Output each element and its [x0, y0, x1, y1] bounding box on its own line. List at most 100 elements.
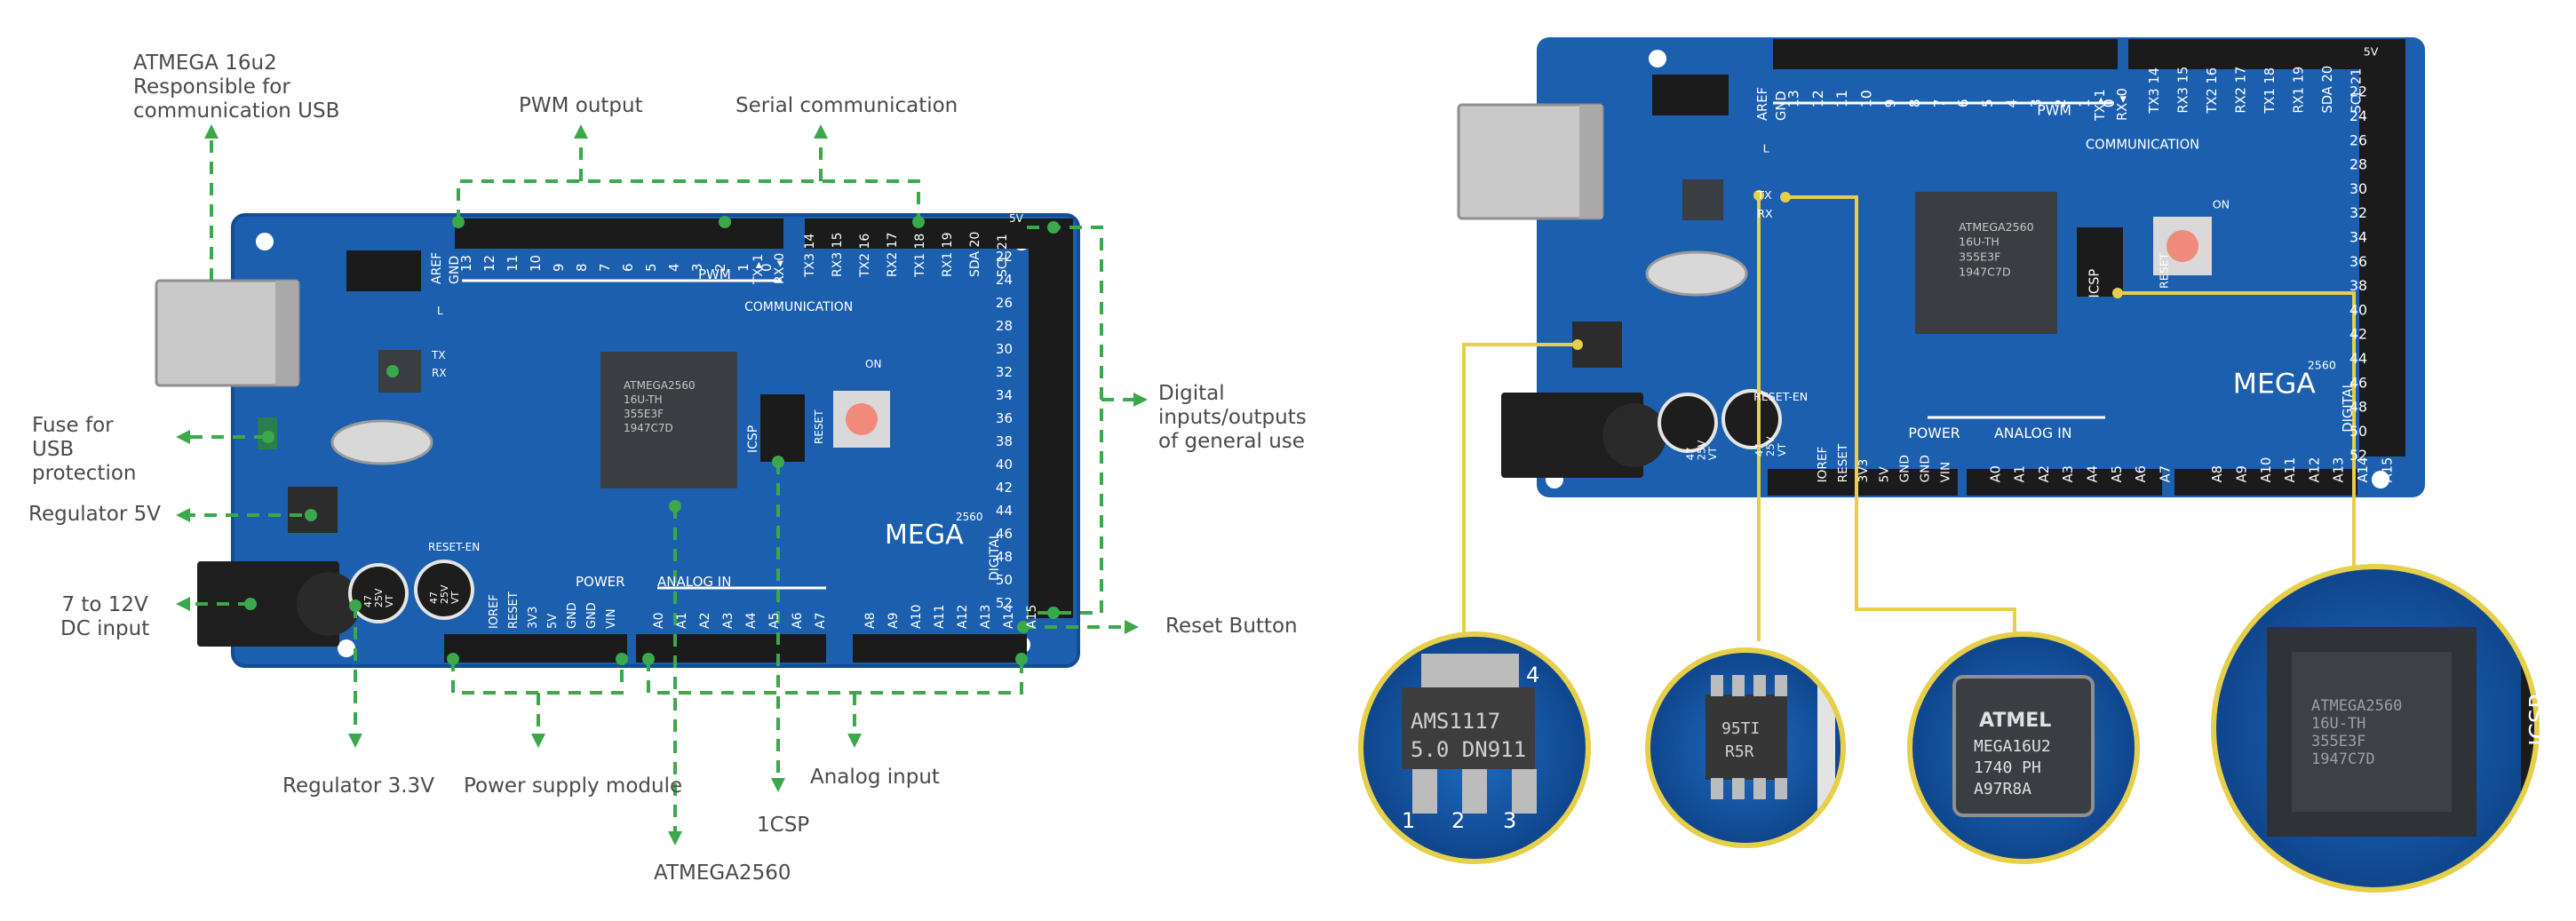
pin-label: 40 [996, 457, 1013, 472]
pin-label: A9 [2235, 465, 2250, 482]
silk-analog-in: ANALOG IN [1994, 425, 2072, 441]
pin-label: RX◂0 [773, 253, 787, 284]
pin-label: 26 [2349, 131, 2367, 148]
pin-label: 10 [528, 255, 544, 272]
callout-icsp: 1CSP [757, 814, 810, 837]
pin-label: 9 [1882, 99, 1899, 107]
pin-label: 12 [1809, 90, 1826, 107]
zoom-regulator [1358, 631, 1591, 864]
pin-label: TX1 18 [913, 234, 927, 278]
dc-jack [197, 561, 339, 647]
pin-label: 46 [996, 526, 1013, 542]
pin-label: A12 [956, 605, 970, 629]
cap-label: 47 [428, 592, 440, 604]
pin-label: 44 [996, 503, 1013, 519]
zoom-reg-text: 5.0 DN911 [1411, 737, 1526, 762]
chip-marking: ATMEGA2560 [624, 379, 696, 392]
pin-label: 48 [2349, 399, 2367, 416]
pin-label: RX1 19 [2292, 67, 2307, 114]
callout-reg33: Regulator 3.3V [282, 774, 434, 798]
zoom-reg-pin: 3 [1503, 808, 1516, 833]
left-board [155, 213, 1080, 668]
pin-label: 4 [666, 263, 682, 272]
pin-label: 2 [712, 263, 728, 272]
pin-label: 40 [2349, 301, 2367, 318]
pin-label: VIN [1939, 462, 1953, 483]
pin-label: SDA 20 [2320, 66, 2335, 114]
zoom-main-chip [2211, 564, 2540, 893]
zoom-usb-text: 1740 PH [1974, 758, 2041, 777]
pin-label: 3 [2028, 99, 2045, 107]
chip-marking: 16U-TH [624, 393, 663, 406]
silk-rx: RX [432, 367, 447, 379]
pin-label: 0 [759, 263, 775, 272]
silk-communication: COMMUNICATION [2086, 138, 2199, 153]
pin-label: GND [1774, 91, 1789, 121]
pin-label: 46 [2349, 374, 2367, 391]
pin-label: 38 [996, 433, 1013, 449]
pin-label: AREF [430, 252, 444, 284]
pin-label: 0 [2100, 99, 2117, 107]
pin-label: A0 [1988, 465, 2003, 482]
green-arrow-heads [176, 124, 1148, 846]
chip-marking: 16U-TH [1959, 235, 2000, 249]
silk-digital: DIGITAL [2341, 380, 2356, 432]
pin-label: 30 [996, 341, 1013, 357]
pin-label: 42 [2349, 326, 2367, 343]
callout-serial: Serial communication [735, 94, 958, 117]
pin-label: A11 [933, 605, 947, 629]
pin-label: A2 [2037, 465, 2052, 482]
zoom-reg-pin: 4 [1526, 663, 1539, 687]
callout-dcin: 7 to 12V DC input [60, 593, 150, 640]
cap-label: VT [384, 594, 395, 607]
pin-label: 11 [505, 255, 521, 272]
pin-label: 50 [996, 572, 1013, 588]
pin-label: RESET [507, 592, 521, 629]
zoom-reg-pin: 1 [1402, 808, 1415, 833]
pin-label: SCL 21 [2349, 67, 2365, 113]
pin-label: TX2 16 [858, 234, 872, 278]
silk-power: POWER [576, 574, 625, 590]
zoom-fuse-text: 95TI [1721, 719, 1760, 738]
pin-label: 32 [2349, 204, 2367, 221]
pin-label: VIN [605, 609, 618, 629]
pin-label: 32 [996, 364, 1013, 380]
zoom-main-text: ATMEGA2560 [2311, 697, 2402, 715]
pin-label: RX2 17 [886, 233, 900, 278]
pin-label: TX1 18 [2262, 67, 2278, 115]
silk-digital: DIGITAL [988, 532, 1002, 581]
pin-label: TX3 14 [2147, 67, 2162, 115]
pin-label: A4 [744, 612, 759, 629]
pin-label: 12 [481, 255, 497, 272]
pin-label: A11 [2283, 457, 2298, 483]
pin-label: 6 [620, 263, 636, 272]
pin-label: A3 [721, 613, 735, 629]
silk-mega: MEGA [2233, 369, 2316, 401]
pin-label: 3V3 [1856, 459, 1871, 483]
pin-label: RX◂0 [2115, 88, 2130, 121]
pin-label: 4 [2003, 99, 2020, 107]
pin-label: A10 [2259, 457, 2274, 483]
cap-label: VT [1776, 442, 1788, 457]
pin-label: A10 [910, 605, 924, 629]
pin-label: GND [448, 256, 462, 284]
silk-tx: TX [431, 349, 446, 361]
silk-rx: RX [1757, 207, 1773, 220]
silk-l: L [1763, 142, 1769, 155]
pin-label: 24 [2349, 107, 2367, 124]
pin-label: A12 [2307, 457, 2322, 483]
pin-label: 36 [996, 410, 1013, 426]
pin-label: A13 [979, 605, 993, 629]
callout-fuse: Fuse for USB protection [32, 414, 137, 485]
callout-atmega2560: ATMEGA2560 [654, 861, 791, 885]
silk-5v: 5V [2364, 45, 2379, 59]
silk-reset: RESET [2157, 252, 2170, 289]
silk-2560: 2560 [2308, 358, 2336, 371]
pin-label: RESET [1836, 443, 1850, 482]
zoom-fuse-text: R5R [1725, 742, 1754, 761]
zoom-main-text: 16U-TH [2311, 715, 2365, 733]
pin-label: GND [585, 602, 599, 629]
silk-tx: TX [1756, 188, 1772, 202]
pin-label: A6 [2134, 465, 2149, 482]
